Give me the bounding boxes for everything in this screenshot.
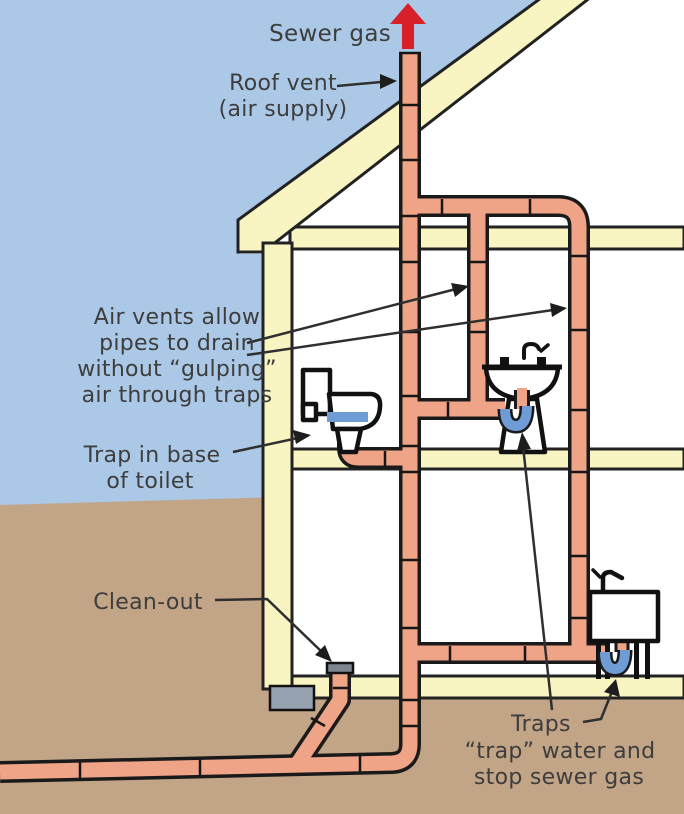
- label-air-vents-4: air through traps: [82, 383, 273, 408]
- traps-leader-sink: [521, 445, 554, 711]
- cleanout-cap: [325, 661, 355, 675]
- label-traps-1: Traps: [510, 712, 571, 737]
- toilet-trap-arrowhead: [293, 430, 311, 444]
- toilet-water: [327, 412, 368, 422]
- sink-faucet: [522, 341, 541, 360]
- roof-vent-arrowhead: [380, 74, 397, 89]
- sink-ptrap-water: [500, 405, 532, 432]
- label-clean-out: Clean-out: [93, 590, 203, 615]
- air-vent-leader-1: [246, 287, 457, 345]
- label-toilet-trap-1: Trap in base: [83, 443, 221, 468]
- labels: Sewer gas Roof vent (air supply) Air ven…: [77, 21, 655, 790]
- tub-faucet-handle: [591, 568, 602, 579]
- air-vent-leader-2: [246, 308, 554, 357]
- sewer-gas-arrow-icon: [390, 3, 426, 49]
- traps-arrowhead-sink: [517, 432, 531, 451]
- label-sewer-gas: Sewer gas: [269, 21, 391, 47]
- label-air-vents-1: Air vents allow: [94, 305, 260, 330]
- pipe-joints: [78, 51, 587, 778]
- tub-leg-3: [634, 641, 639, 679]
- sky: [0, 0, 556, 509]
- attic-vent-and-right-vent: [414, 198, 587, 653]
- main-stack-and-drain: [0, 53, 418, 780]
- cleanout-riser: [291, 669, 348, 768]
- label-traps-2: “trap” water and: [465, 739, 656, 764]
- tub-basin: [587, 589, 661, 644]
- toilet-trap-leader: [232, 436, 299, 454]
- tub-faucet: [600, 569, 625, 595]
- earth-outside: [0, 497, 282, 814]
- left-wall: [261, 241, 294, 691]
- air-vent-arrowhead-2: [550, 303, 567, 317]
- toilet-tank-base: [300, 401, 319, 423]
- laundry-tub: [587, 568, 661, 679]
- sink-rim-fitting-right: [537, 357, 546, 365]
- toilet-bowl: [326, 391, 383, 432]
- label-roof-vent-2: (air supply): [219, 97, 348, 122]
- air-vent-arrowhead-1: [451, 283, 469, 297]
- lavatory-sink: [482, 341, 562, 455]
- label-roof-vent-1: Roof vent: [229, 71, 337, 96]
- traps-leader-tub: [582, 688, 615, 724]
- label-air-vents-3: without “gulping”: [77, 357, 277, 382]
- label-traps-3: stop sewer gas: [474, 765, 644, 790]
- sink-faucet-handle: [539, 343, 550, 353]
- traps-arrowhead-tub: [604, 679, 620, 697]
- foundation-block: [268, 684, 316, 712]
- pipes-fill: [0, 53, 606, 780]
- toilet: [300, 367, 383, 455]
- roof-vent-leader: [336, 80, 382, 88]
- sink-rim-fitting-left: [500, 357, 509, 365]
- tub-leg-4: [645, 641, 650, 679]
- toilet-base: [334, 426, 364, 455]
- label-air-vents-2: pipes to drain: [99, 331, 255, 356]
- cleanout-leader: [214, 597, 324, 654]
- tub-ptrap-water: [600, 649, 630, 675]
- cleanout-arrowhead: [315, 645, 332, 662]
- annotation-leaders: [214, 74, 620, 724]
- label-toilet-trap-2: of toilet: [106, 469, 193, 494]
